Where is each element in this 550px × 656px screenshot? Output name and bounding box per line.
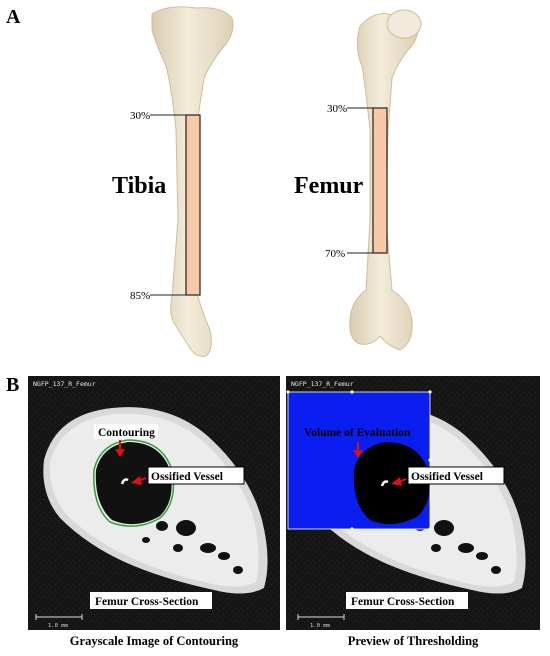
left-scale-label: 1.0 mm: [48, 623, 69, 629]
volume-of-evaluation-region: [287, 391, 431, 530]
left-ct-image: NGFP_137_R_Femur Contouring Ossified Ves…: [28, 376, 280, 630]
left-vessel-mark: [120, 478, 129, 485]
left-marrow-cavity: [95, 442, 172, 525]
tibia-top-percent: 30%: [130, 110, 150, 122]
right-section-label: Femur Cross-Section: [351, 596, 455, 608]
panel-letter-a: A: [6, 6, 21, 28]
voe-arrow: [353, 450, 363, 458]
tibia-label: Tibia: [112, 173, 166, 199]
left-image-caption: Grayscale Image of Contouring: [69, 634, 239, 648]
femur-region-box: [372, 107, 388, 254]
left-vessel-arrow: [131, 476, 142, 485]
left-section-label: Femur Cross-Section: [95, 596, 199, 608]
right-vessel-label: Ossified Vessel: [411, 471, 483, 483]
tibia-bottom-percent: 85%: [130, 290, 150, 302]
right-image-header: NGFP_137_R_Femur: [291, 380, 354, 388]
femur-bottom-percent: 70%: [325, 248, 345, 260]
right-image-caption: Preview of Thresholding: [347, 634, 479, 648]
right-bone-section: [301, 407, 526, 594]
femur-label: Femur: [294, 173, 364, 199]
panel-letter-b: B: [6, 374, 20, 396]
panel-a-bones: 30% 85% 30% 70% Tibia Femur: [112, 6, 422, 357]
left-bone-section: [43, 407, 268, 594]
right-marrow-threshold: [353, 442, 430, 525]
left-green-contour: [93, 439, 175, 527]
left-image-header: NGFP_137_R_Femur: [33, 380, 96, 388]
right-ct-image: NGFP_137_R_Femur Volume of Evaluation Os…: [286, 376, 540, 630]
right-vessel-arrow: [391, 477, 402, 486]
contouring-label: Contouring: [98, 427, 155, 439]
right-scale-label: 1.0 mm: [310, 623, 331, 629]
contouring-arrow: [115, 449, 125, 457]
tibia-region-box: [185, 114, 201, 296]
femur-top-percent: 30%: [327, 103, 347, 115]
voe-label: Volume of Evaluation: [304, 427, 411, 439]
right-vessel-mark: [380, 480, 389, 487]
left-vessel-label: Ossified Vessel: [151, 471, 223, 483]
